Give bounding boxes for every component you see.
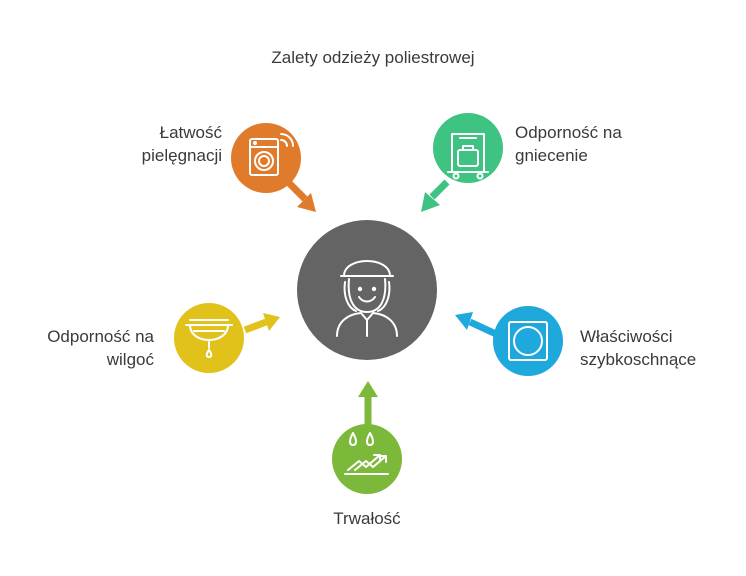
arrow-durability bbox=[358, 381, 378, 425]
benefit-label-quick-dry: Właściwości szybkoschnące bbox=[580, 325, 740, 371]
label-line: Odporność na bbox=[515, 123, 622, 142]
washing-machine-icon bbox=[249, 133, 294, 176]
benefit-node-quick-dry bbox=[493, 306, 563, 376]
water-drops-trend-icon bbox=[344, 432, 389, 475]
label-line: Właściwości bbox=[580, 327, 673, 346]
benefit-node-wrinkle-resistance bbox=[433, 113, 503, 183]
label-line: Odporność na bbox=[47, 327, 154, 346]
label-line: pielęgnacji bbox=[141, 146, 222, 165]
benefit-node-moisture-resistance bbox=[174, 303, 244, 373]
label-line: Trwałość bbox=[333, 509, 401, 528]
label-line: szybkoschnące bbox=[580, 350, 697, 369]
label-line: Łatwość bbox=[159, 123, 222, 142]
person-with-hat-icon bbox=[336, 260, 398, 337]
benefit-label-wrinkle-resistance: Odporność na gniecenie bbox=[515, 121, 695, 167]
diagram-title: Zalety odzieży poliestrowej bbox=[271, 48, 475, 67]
arrow-easy-care bbox=[284, 178, 316, 212]
label-line: wilgoć bbox=[106, 350, 154, 369]
luggage-cart-icon bbox=[447, 133, 489, 180]
drip-canopy-icon bbox=[185, 319, 233, 358]
center-node bbox=[297, 220, 437, 360]
benefit-label-easy-care: Łatwość pielęgnacji bbox=[92, 121, 222, 167]
benefit-node-durability bbox=[332, 424, 402, 494]
dryer-icon bbox=[508, 321, 548, 361]
arrow-wrinkle-resistance bbox=[421, 179, 450, 212]
benefit-label-durability: Trwałość bbox=[287, 507, 447, 530]
arrow-moisture-resistance bbox=[243, 313, 280, 334]
benefit-node-easy-care bbox=[231, 123, 301, 193]
label-line: gniecenie bbox=[515, 146, 588, 165]
arrow-quick-dry bbox=[455, 312, 498, 338]
benefit-label-moisture-resistance: Odporność na wilgoć bbox=[10, 325, 154, 371]
